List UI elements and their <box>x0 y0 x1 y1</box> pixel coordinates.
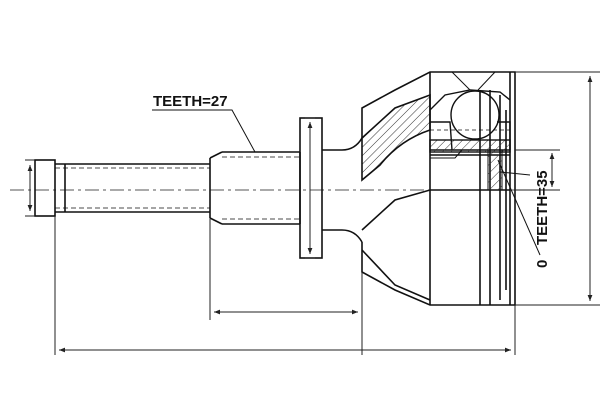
threaded-stub <box>34 158 211 218</box>
ring-callout-label: 0 <box>534 260 551 268</box>
splined-shaft <box>209 151 301 225</box>
collar-neck <box>299 117 363 259</box>
inner-race <box>429 71 511 159</box>
teeth-shaft-label: TEETH=27 <box>153 93 228 110</box>
leaders <box>152 109 541 256</box>
dimensions <box>25 71 600 355</box>
abs-ring <box>487 149 503 191</box>
teeth-bell-label: TEETH=35 <box>534 170 551 245</box>
